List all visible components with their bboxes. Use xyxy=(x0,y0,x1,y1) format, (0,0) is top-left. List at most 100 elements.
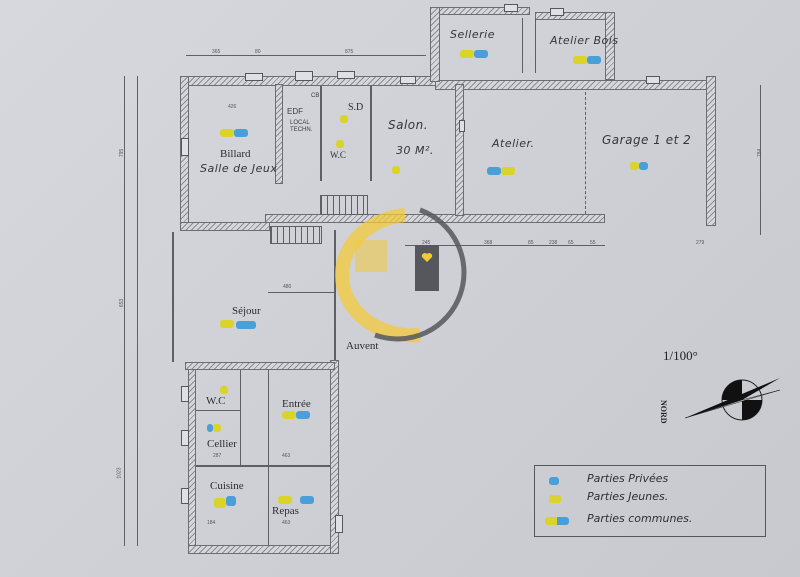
dimension-line-right xyxy=(760,85,761,235)
wall-sejour-right xyxy=(334,230,336,360)
dimension-label: 245 xyxy=(422,240,431,246)
legend-item-jeunes: Parties Jeunes. xyxy=(535,490,765,510)
wall-atelier-bois-top xyxy=(535,12,615,20)
wall-billard-bottom xyxy=(180,222,270,231)
window xyxy=(337,71,355,79)
marker-jeunes xyxy=(573,56,587,64)
legend-item-communes: Parties communes. xyxy=(535,512,765,532)
marker-jeunes xyxy=(336,140,344,148)
wall-sellerie-left xyxy=(430,7,440,82)
room-label-billard: Billard xyxy=(220,148,251,160)
north-label: NORD xyxy=(659,400,668,424)
window xyxy=(295,71,313,81)
marker-jeunes xyxy=(340,115,348,123)
dimension-label: 55 xyxy=(590,240,596,246)
dimension-label: 653 xyxy=(119,298,126,308)
wall-right-lower xyxy=(330,360,339,554)
marker-jeunes xyxy=(501,167,515,175)
agency-watermark-logo xyxy=(335,207,467,343)
dimension-label: 279 xyxy=(696,240,705,246)
marker-jeunes xyxy=(630,162,639,170)
room-label-auvent: Auvent xyxy=(346,340,379,352)
legend-swatch-prive xyxy=(549,477,559,485)
dimension-label: 784 xyxy=(757,148,764,158)
dimension-label: 480 xyxy=(283,284,292,290)
legend-swatch-communes xyxy=(545,517,569,525)
dimension-label: 463 xyxy=(282,453,291,459)
marker-jeunes xyxy=(220,320,234,328)
marker-prive xyxy=(234,129,248,137)
marker-jeunes xyxy=(220,129,234,137)
marker-jeunes xyxy=(213,424,221,432)
legend-label: Parties Privées xyxy=(587,472,669,485)
room-label-techn: TECHN. xyxy=(290,127,313,133)
marker-prive xyxy=(236,321,256,329)
dimension-label: 287 xyxy=(213,453,222,459)
room-label-sd: S.D xyxy=(348,102,364,113)
window xyxy=(335,515,343,533)
dimension-label: 875 xyxy=(345,49,354,55)
marker-prive xyxy=(587,56,601,64)
marker-prive xyxy=(226,496,236,506)
dimension-label: 238 xyxy=(549,240,558,246)
marker-prive xyxy=(474,50,488,58)
marker-jeunes xyxy=(278,496,292,504)
room-label-wc-bottom: W.C xyxy=(206,395,226,407)
room-label-cb: CB xyxy=(311,93,320,99)
dimension-label: 184 xyxy=(207,520,216,526)
marker-prive xyxy=(300,496,314,504)
dimension-line-top xyxy=(186,55,426,56)
window xyxy=(400,76,416,84)
wall-atelier-bois-right xyxy=(605,12,615,80)
window xyxy=(181,138,189,156)
legend: Parties Privées Parties Jeunes. Parties … xyxy=(534,465,766,537)
partition-cellier-right xyxy=(240,370,241,465)
dimension-label: 795 xyxy=(119,148,126,158)
partition-cellier-cuisine xyxy=(196,465,330,467)
room-label-cuisine: Cuisine xyxy=(210,480,244,492)
room-label-salle-de-jeux: Salle de Jeux xyxy=(200,162,278,175)
partition-sellerie xyxy=(522,18,523,73)
partition-local-techn xyxy=(320,86,322,181)
wall-lower-top xyxy=(185,362,335,370)
room-label-cellier: Cellier xyxy=(207,438,237,450)
dimension-line-middle xyxy=(405,245,605,246)
marker-prive xyxy=(296,411,310,419)
room-label-local: LOCAL xyxy=(290,120,310,126)
legend-swatch-jeunes xyxy=(549,495,561,503)
marker-prive xyxy=(487,167,501,175)
room-label-salon-area: 30 M². xyxy=(396,144,434,157)
wall-salon-right xyxy=(455,84,464,216)
staircase-upper xyxy=(320,195,368,215)
marker-jeunes xyxy=(282,411,296,419)
dimension-label: 1023 xyxy=(116,467,123,479)
room-label-repas: Repas xyxy=(272,505,299,517)
room-label-sejour: Séjour xyxy=(232,305,261,317)
dimension-label: 80 xyxy=(255,49,261,55)
room-label-atelier: Atelier. xyxy=(492,137,535,150)
marker-jeunes xyxy=(460,50,474,58)
dimension-label: 365 xyxy=(212,49,221,55)
dimension-label: 368 xyxy=(484,240,493,246)
room-label-wc-top: W.C xyxy=(330,150,346,160)
room-label-sellerie: Sellerie xyxy=(450,28,495,41)
staircase xyxy=(270,226,322,244)
room-label-entree: Entrée xyxy=(282,398,311,410)
window xyxy=(181,488,189,504)
dimension-label: 65 xyxy=(568,240,574,246)
dimension-label: 85 xyxy=(528,240,534,246)
compass-north-arrow-icon xyxy=(684,378,781,421)
window xyxy=(459,120,465,132)
wall-sejour-left xyxy=(172,232,174,362)
window xyxy=(504,4,518,12)
dimension-line-left xyxy=(124,76,125,546)
window xyxy=(181,386,189,402)
legend-label: Parties Jeunes. xyxy=(587,490,669,503)
legend-label: Parties communes. xyxy=(587,512,693,525)
partition-wc-cellier xyxy=(196,410,241,411)
partition-atelier-bois xyxy=(535,18,536,73)
window xyxy=(646,76,660,84)
room-label-garages: Garage 1 et 2 xyxy=(602,133,692,147)
wall-billard-right xyxy=(275,84,283,184)
